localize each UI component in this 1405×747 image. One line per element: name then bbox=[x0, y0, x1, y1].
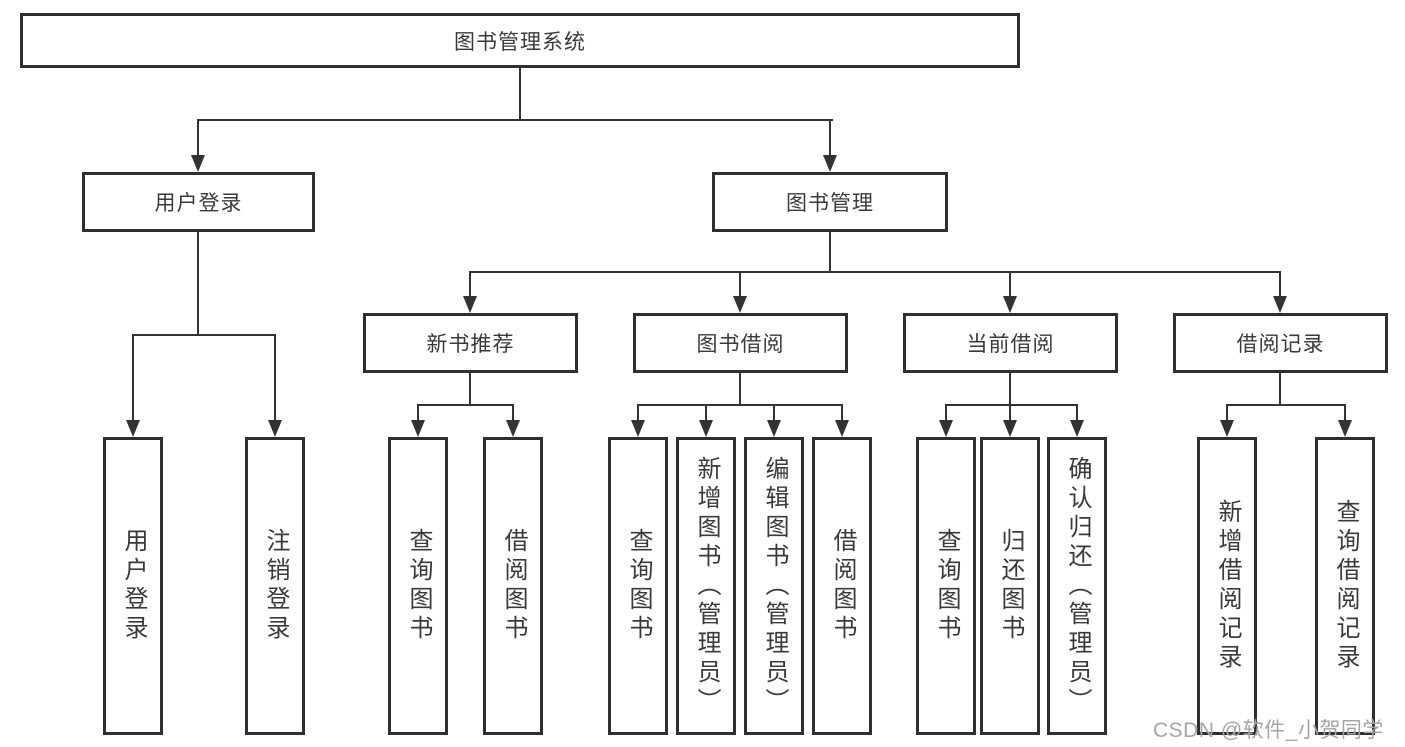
node-borrowing-records: 借阅记录 bbox=[1173, 313, 1388, 373]
arrow-down-icon bbox=[126, 420, 140, 437]
node-label: 查询图书 bbox=[405, 528, 432, 644]
node-label: 新书推荐 bbox=[426, 333, 515, 356]
node-label: 注销登录 bbox=[262, 528, 289, 644]
node-label: 新增借阅记录 bbox=[1214, 499, 1241, 673]
node-label: 当前借阅 bbox=[966, 333, 1055, 356]
connector-line-vertical bbox=[274, 334, 276, 422]
connector-line-horizontal bbox=[197, 119, 833, 121]
connector-line-vertical bbox=[829, 119, 831, 157]
node-label: 用户登录 bbox=[120, 528, 147, 644]
connector-line-vertical bbox=[1009, 271, 1011, 298]
arrow-down-icon bbox=[939, 420, 953, 437]
arrow-down-icon bbox=[733, 296, 747, 313]
connector-line-vertical bbox=[197, 232, 199, 336]
connector-line-vertical bbox=[1344, 404, 1346, 422]
node-book-management: 图书管理 bbox=[712, 172, 948, 232]
connector-line-vertical bbox=[705, 404, 707, 422]
connector-line-vertical bbox=[945, 404, 947, 422]
node-label: 新增图书（管理员） bbox=[693, 455, 720, 717]
node-leaf-edit-book-admin: 编辑图书（管理员） bbox=[744, 437, 804, 735]
connector-line-vertical bbox=[1226, 404, 1228, 422]
arrow-down-icon bbox=[506, 420, 520, 437]
node-leaf-borrow-book-2: 借阅图书 bbox=[812, 437, 872, 735]
node-leaf-query-book-1: 查询图书 bbox=[388, 437, 448, 735]
connector-line-vertical bbox=[512, 404, 514, 422]
node-label: 归还图书 bbox=[997, 528, 1024, 644]
connector-line-horizontal bbox=[132, 334, 276, 336]
node-label: 借阅图书 bbox=[829, 528, 856, 644]
node-label: 借阅记录 bbox=[1236, 333, 1325, 356]
connector-line-vertical bbox=[739, 373, 741, 406]
node-leaf-query-book-3: 查询图书 bbox=[916, 437, 976, 735]
connector-line-vertical bbox=[469, 373, 471, 406]
node-leaf-query-book-2: 查询图书 bbox=[608, 437, 668, 735]
arrow-down-icon bbox=[1273, 296, 1287, 313]
node-new-book-recommend: 新书推荐 bbox=[363, 313, 578, 373]
connector-line-vertical bbox=[829, 232, 831, 273]
node-system-root: 图书管理系统 bbox=[20, 13, 1020, 68]
connector-line-vertical bbox=[197, 119, 199, 157]
connector-line-horizontal bbox=[469, 271, 1281, 273]
arrow-down-icon bbox=[823, 155, 837, 172]
connector-line-vertical bbox=[773, 404, 775, 422]
connector-line-vertical bbox=[417, 404, 419, 422]
node-label: 图书借阅 bbox=[696, 333, 785, 356]
node-leaf-query-borrow-record: 查询借阅记录 bbox=[1315, 437, 1375, 735]
connector-line-horizontal bbox=[637, 404, 843, 406]
arrow-down-icon bbox=[463, 296, 477, 313]
connector-line-vertical bbox=[1076, 404, 1078, 422]
arrow-down-icon bbox=[699, 420, 713, 437]
connector-line-vertical bbox=[1009, 404, 1011, 422]
connector-line-vertical bbox=[739, 271, 741, 298]
connector-line-horizontal bbox=[945, 404, 1078, 406]
connector-line-vertical bbox=[1009, 373, 1011, 406]
node-label: 查询借阅记录 bbox=[1332, 499, 1359, 673]
connector-line-vertical bbox=[469, 271, 471, 298]
arrow-down-icon bbox=[268, 420, 282, 437]
node-label: 用户登录 bbox=[154, 192, 243, 215]
arrow-down-icon bbox=[1070, 420, 1084, 437]
csdn-watermark: CSDN @软件_小贺同学 bbox=[1153, 719, 1384, 742]
arrow-down-icon bbox=[411, 420, 425, 437]
node-label: 确认归还（管理员） bbox=[1064, 455, 1091, 717]
arrow-down-icon bbox=[1003, 296, 1017, 313]
connector-line-vertical bbox=[1279, 271, 1281, 298]
node-leaf-user-login: 用户登录 bbox=[103, 437, 163, 735]
connector-line-vertical bbox=[637, 404, 639, 422]
connector-line-vertical bbox=[841, 404, 843, 422]
node-leaf-borrow-book-1: 借阅图书 bbox=[483, 437, 543, 735]
arrow-down-icon bbox=[1338, 420, 1352, 437]
arrow-down-icon bbox=[1220, 420, 1234, 437]
arrow-down-icon bbox=[631, 420, 645, 437]
node-leaf-return-book: 归还图书 bbox=[980, 437, 1040, 735]
connector-line-vertical bbox=[519, 68, 521, 121]
node-current-borrowing: 当前借阅 bbox=[903, 313, 1118, 373]
node-label: 查询图书 bbox=[933, 528, 960, 644]
connector-line-horizontal bbox=[1226, 404, 1346, 406]
node-book-borrowing: 图书借阅 bbox=[633, 313, 848, 373]
connector-line-vertical bbox=[1279, 373, 1281, 406]
node-leaf-add-book-admin: 新增图书（管理员） bbox=[676, 437, 736, 735]
node-label: 图书管理系统 bbox=[454, 30, 586, 54]
arrow-down-icon bbox=[1003, 420, 1017, 437]
arrow-down-icon bbox=[191, 155, 205, 172]
node-label: 编辑图书（管理员） bbox=[761, 455, 788, 717]
node-user-login: 用户登录 bbox=[82, 172, 315, 232]
node-leaf-add-borrow-record: 新增借阅记录 bbox=[1197, 437, 1257, 735]
node-leaf-confirm-return: 确认归还（管理员） bbox=[1047, 437, 1107, 735]
arrow-down-icon bbox=[835, 420, 849, 437]
node-leaf-logout: 注销登录 bbox=[245, 437, 305, 735]
connector-line-horizontal bbox=[417, 404, 514, 406]
node-label: 借阅图书 bbox=[500, 528, 527, 644]
arrow-down-icon bbox=[767, 420, 781, 437]
connector-line-vertical bbox=[132, 334, 134, 422]
node-label: 查询图书 bbox=[625, 528, 652, 644]
node-label: 图书管理 bbox=[786, 192, 874, 215]
